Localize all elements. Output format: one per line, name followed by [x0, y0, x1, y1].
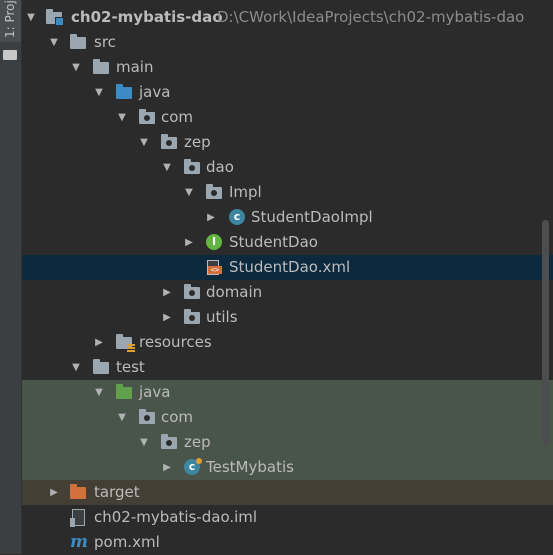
- tree-label-student-dao-impl: StudentDaoImpl: [251, 208, 373, 226]
- tree-label-test-zep: zep: [184, 433, 211, 451]
- maven-icon: m: [70, 532, 88, 552]
- tree-label-test-java: java: [139, 383, 171, 401]
- expanded-arrow-icon[interactable]: ▼: [140, 137, 148, 148]
- tree-row-test-com[interactable]: ▼ com: [22, 405, 553, 430]
- tree-label-test-com: com: [161, 408, 194, 426]
- tree-row-student-dao-impl[interactable]: ▶ c StudentDaoImpl: [22, 205, 553, 230]
- tree-label-java: java: [139, 83, 171, 101]
- tree-row-main-zep[interactable]: ▼ zep: [22, 130, 553, 155]
- tree-label-student-dao: StudentDao: [229, 233, 318, 251]
- tree-row-root[interactable]: ▼ ch02-mybatis-dao D:\CWork\IdeaProjects…: [22, 5, 553, 30]
- tree-row-test-zep[interactable]: ▼ zep: [22, 430, 553, 455]
- test-class-icon: c: [184, 455, 202, 480]
- excluded-folder-icon: [70, 480, 88, 505]
- expanded-arrow-icon[interactable]: ▼: [95, 87, 103, 98]
- project-tool-tab[interactable]: 1: Project: [0, 0, 21, 42]
- tree-label-src: src: [94, 33, 116, 51]
- tree-label-resources: resources: [139, 333, 212, 351]
- expanded-arrow-icon[interactable]: ▼: [72, 362, 80, 373]
- expanded-arrow-icon[interactable]: ▼: [27, 12, 35, 23]
- source-folder-icon: [116, 80, 134, 105]
- collapsed-arrow-icon[interactable]: ▶: [185, 237, 193, 248]
- tree-row-main-java[interactable]: ▼ java: [22, 80, 553, 105]
- collapsed-arrow-icon[interactable]: ▶: [95, 337, 103, 348]
- tool-window-strip: 1: Project: [0, 0, 22, 554]
- resources-folder-icon: [116, 330, 135, 355]
- tree-row-resources[interactable]: ▶ resources: [22, 330, 553, 355]
- tree-label-impl: Impl: [229, 183, 262, 201]
- folder-icon: [93, 55, 111, 80]
- tree-row-test-mybatis[interactable]: ▶ c TestMybatis: [22, 455, 553, 480]
- tree-row-main-com[interactable]: ▼ com: [22, 105, 553, 130]
- folder-icon: [93, 355, 111, 380]
- tree-label-main: main: [116, 58, 154, 76]
- root-module-label: ch02-mybatis-dao: [71, 8, 223, 26]
- tree-row-src[interactable]: ▼ src: [22, 30, 553, 55]
- package-icon: [161, 130, 179, 155]
- iml-file-icon: [70, 505, 88, 530]
- expanded-arrow-icon[interactable]: ▼: [118, 112, 126, 123]
- tree-label-target: target: [94, 483, 140, 501]
- module-folder-icon: [46, 5, 64, 30]
- expanded-arrow-icon[interactable]: ▼: [185, 187, 193, 198]
- tree-row-test-java[interactable]: ▼ java: [22, 380, 553, 405]
- expanded-arrow-icon[interactable]: ▼: [72, 62, 80, 73]
- tree-label-utils: utils: [206, 308, 238, 326]
- tree-row-main[interactable]: ▼ main: [22, 55, 553, 80]
- tree-row-domain[interactable]: ▶ domain: [22, 280, 553, 305]
- collapsed-arrow-icon[interactable]: ▶: [163, 462, 171, 473]
- tree-label-zep: zep: [184, 133, 211, 151]
- tree-label-dao: dao: [206, 158, 234, 176]
- package-icon: [184, 155, 202, 180]
- root-module-path: D:\CWork\IdeaProjects\ch02-mybatis-dao: [217, 8, 525, 26]
- interface-icon: I: [206, 230, 224, 255]
- tree-label-pom: pom.xml: [94, 533, 160, 551]
- test-source-folder-icon: [116, 380, 134, 405]
- vertical-scrollbar[interactable]: [542, 220, 549, 445]
- folder-icon: [70, 30, 88, 55]
- collapsed-arrow-icon[interactable]: ▶: [163, 287, 171, 298]
- tree-label-test-mybatis: TestMybatis: [206, 458, 294, 476]
- project-tab-label: 1: Project: [3, 0, 17, 38]
- tree-row-student-dao-xml[interactable]: <> StudentDao.xml: [22, 255, 553, 280]
- package-icon: [184, 280, 202, 305]
- package-icon: [139, 405, 157, 430]
- tree-row-dao[interactable]: ▼ dao: [22, 155, 553, 180]
- package-icon: [184, 305, 202, 330]
- collapsed-arrow-icon[interactable]: ▶: [163, 312, 171, 323]
- tree-row-iml[interactable]: ch02-mybatis-dao.iml: [22, 505, 553, 530]
- package-icon: [139, 105, 157, 130]
- tree-label-domain: domain: [206, 283, 263, 301]
- collapsed-arrow-icon[interactable]: ▶: [207, 212, 215, 223]
- tree-row-pom[interactable]: m pom.xml: [22, 530, 553, 555]
- package-icon: [161, 430, 179, 455]
- expanded-arrow-icon[interactable]: ▼: [95, 387, 103, 398]
- expanded-arrow-icon[interactable]: ▼: [118, 412, 126, 423]
- xml-file-icon: <>: [206, 255, 224, 280]
- tree-row-test[interactable]: ▼ test: [22, 355, 553, 380]
- package-icon: [206, 180, 224, 205]
- tree-row-student-dao[interactable]: ▶ I StudentDao: [22, 230, 553, 255]
- tree-label-student-dao-xml: StudentDao.xml: [229, 258, 351, 276]
- collapsed-arrow-icon[interactable]: ▶: [50, 487, 58, 498]
- tree-row-target[interactable]: ▶ target: [22, 480, 553, 505]
- folder-icon: [3, 50, 17, 60]
- tree-label-iml: ch02-mybatis-dao.iml: [94, 508, 258, 526]
- expanded-arrow-icon[interactable]: ▼: [50, 37, 58, 48]
- project-tree: ▼ ch02-mybatis-dao D:\CWork\IdeaProjects…: [22, 0, 553, 554]
- tree-label-test: test: [116, 358, 145, 376]
- class-icon: c: [229, 205, 247, 230]
- tree-row-utils[interactable]: ▶ utils: [22, 305, 553, 330]
- tree-label-com: com: [161, 108, 194, 126]
- expanded-arrow-icon[interactable]: ▼: [163, 162, 171, 173]
- tree-row-impl[interactable]: ▼ Impl: [22, 180, 553, 205]
- expanded-arrow-icon[interactable]: ▼: [140, 437, 148, 448]
